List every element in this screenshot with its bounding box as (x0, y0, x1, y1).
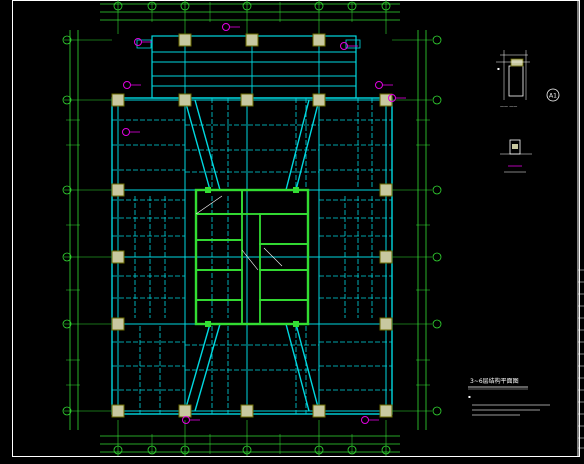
drawing-title: 3~6层结构平面图 (470, 377, 519, 385)
title-block: 3~6层结构平面图 ▪ (468, 377, 550, 416)
grid-bubble (242, 445, 252, 455)
column (111, 250, 125, 264)
grid-bubble (180, 1, 190, 11)
svg-text:▪: ▪ (497, 66, 500, 71)
diagonal-brace (285, 323, 310, 412)
section-tags (122, 23, 406, 424)
column (240, 93, 254, 107)
core-walls (194, 188, 310, 326)
column (111, 183, 125, 197)
grid-bubble (62, 319, 72, 329)
core-column (293, 187, 299, 193)
column (111, 317, 125, 331)
diagonal-brace (295, 99, 320, 191)
grid-bubble (347, 1, 357, 11)
core-column (205, 187, 211, 193)
column (379, 404, 393, 418)
grid-bubble (242, 1, 252, 11)
core-column (205, 321, 211, 327)
dimension-lines (64, 0, 432, 456)
column (111, 404, 125, 418)
sheet-border (12, 0, 580, 457)
grid-bubble (62, 185, 72, 195)
beam-detail-sketch (500, 139, 532, 173)
grid-bubble (113, 445, 123, 455)
grid-bubble (314, 445, 324, 455)
grid-bubble (314, 1, 324, 11)
column (245, 33, 259, 47)
svg-text:▪: ▪ (468, 394, 471, 399)
stair-diagonal (241, 249, 259, 271)
diagonal-brace (285, 99, 310, 191)
column (379, 183, 393, 197)
diagonal-brace (184, 323, 211, 412)
grid-bubble (147, 1, 157, 11)
appendix-ledge-left (136, 39, 152, 49)
appendix-ledge-right (345, 39, 361, 49)
grid-bubble (381, 445, 391, 455)
grid-bubble (432, 35, 442, 45)
grid-bubble (62, 406, 72, 416)
column (178, 93, 192, 107)
grid-bubble (180, 445, 190, 455)
column (240, 404, 254, 418)
column (312, 404, 326, 418)
column (312, 33, 326, 47)
column (379, 317, 393, 331)
grid-bubble (432, 252, 442, 262)
grid-bubble (62, 35, 72, 45)
columns (111, 33, 393, 418)
grid-bubble (432, 319, 442, 329)
column (379, 93, 393, 107)
grid-bubble (113, 1, 123, 11)
grid-bubble (147, 445, 157, 455)
column (111, 93, 125, 107)
title-strip (578, 269, 584, 449)
grid-bubble (62, 252, 72, 262)
diagonal-brace (184, 99, 211, 191)
diagonal-brace (295, 323, 320, 412)
grid-bubble (432, 406, 442, 416)
column (178, 404, 192, 418)
core-cell (259, 299, 309, 325)
svg-text:—— ——: —— —— (500, 104, 517, 109)
diagonal-brace (194, 323, 221, 412)
grid-bubble (347, 445, 357, 455)
grid-bubble (62, 95, 72, 105)
column (312, 93, 326, 107)
column (178, 33, 192, 47)
shaft-diagonal (263, 247, 283, 267)
core-column (293, 321, 299, 327)
column-detail-sketch: ▪ —— —— (496, 50, 530, 109)
section-marker: A1 (546, 88, 560, 102)
section-marker-label: A1 (549, 93, 557, 100)
core-cell (195, 299, 243, 325)
diagonal-brace (194, 99, 221, 191)
grid-bubble (432, 95, 442, 105)
grid-bubble (432, 185, 442, 195)
grid-bubble (381, 1, 391, 11)
grid-bubbles (62, 1, 442, 455)
column (379, 250, 393, 264)
shaft-diagonal (195, 195, 223, 215)
